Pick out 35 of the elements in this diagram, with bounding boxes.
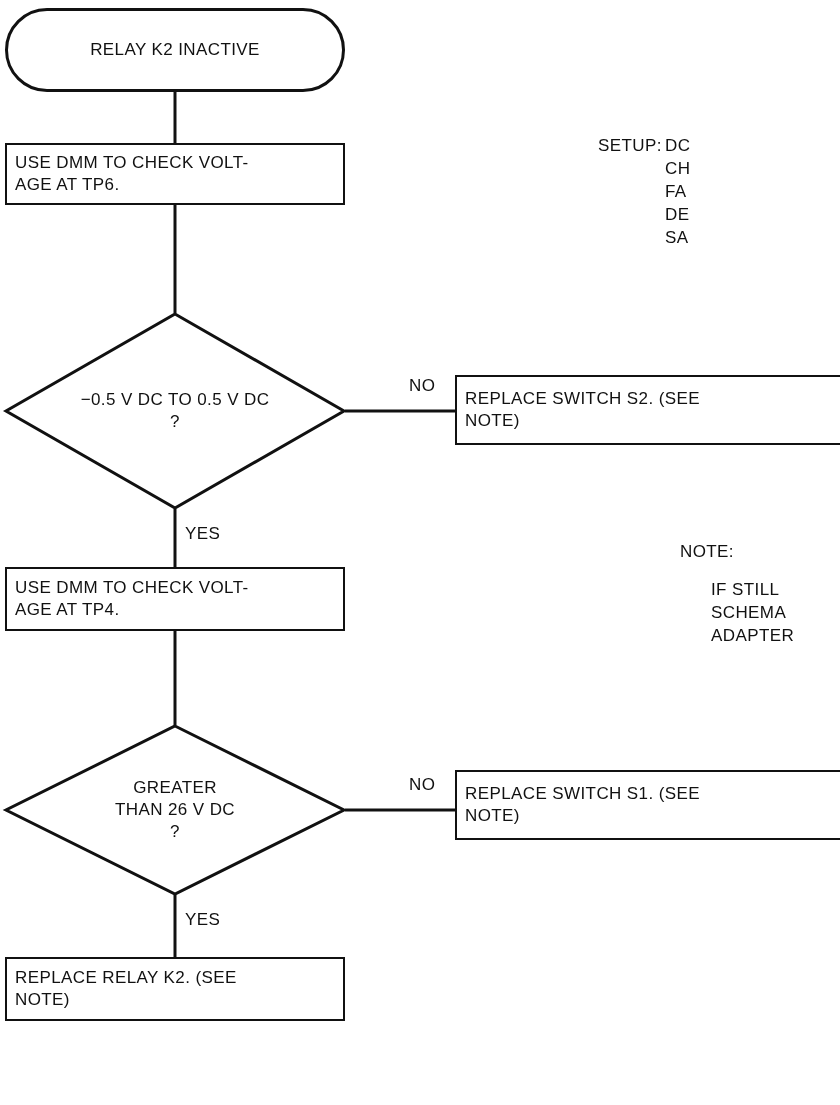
- start-terminal: [5, 8, 345, 92]
- node-text: GREATER THAN 26 V DC: [113, 777, 237, 821]
- node-text: USE DMM TO CHECK VOLT-AGE AT TP6.: [15, 152, 250, 196]
- process-box: [455, 770, 840, 840]
- note-text: FA: [665, 182, 687, 202]
- process-box: [455, 375, 840, 445]
- node-text: USE DMM TO CHECK VOLT-AGE AT TP4.: [15, 577, 250, 621]
- node-text: REPLACE SWITCH S1. (SEE NOTE): [465, 783, 701, 827]
- connector-line: [173, 92, 177, 143]
- node-text: REPLACE RELAY K2. (SEE NOTE): [15, 967, 238, 1011]
- process-box: [5, 567, 345, 631]
- connector-line: [173, 631, 177, 725]
- process-box: [5, 957, 345, 1021]
- connector-line: [173, 205, 177, 313]
- note-text: SA: [665, 228, 689, 248]
- connector-line: [345, 808, 455, 812]
- note-text: CH: [665, 159, 691, 179]
- connector-line: [173, 509, 177, 567]
- node-text: REPLACE SWITCH S2. (SEE NOTE): [465, 388, 701, 432]
- node-text: RELAY K2 INACTIVE: [90, 39, 260, 61]
- note-heading: NOTE:: [680, 542, 734, 562]
- decision-diamond: [5, 725, 345, 895]
- node-text: −0.5 V DC TO 0.5 V DC: [80, 389, 270, 411]
- node-text: ?: [170, 821, 180, 843]
- note-text: IF STILL: [711, 580, 780, 600]
- connector-line: [173, 895, 177, 957]
- note-text: DC: [665, 136, 691, 156]
- decision-diamond: [5, 313, 345, 509]
- process-box: [5, 143, 345, 205]
- note-text: SCHEMA: [711, 603, 787, 623]
- node-text: ?: [170, 411, 180, 433]
- note-text: ADAPTER: [711, 626, 795, 646]
- note-heading: SETUP:: [598, 136, 662, 156]
- connector-line: [345, 409, 455, 413]
- note-text: DE: [665, 205, 690, 225]
